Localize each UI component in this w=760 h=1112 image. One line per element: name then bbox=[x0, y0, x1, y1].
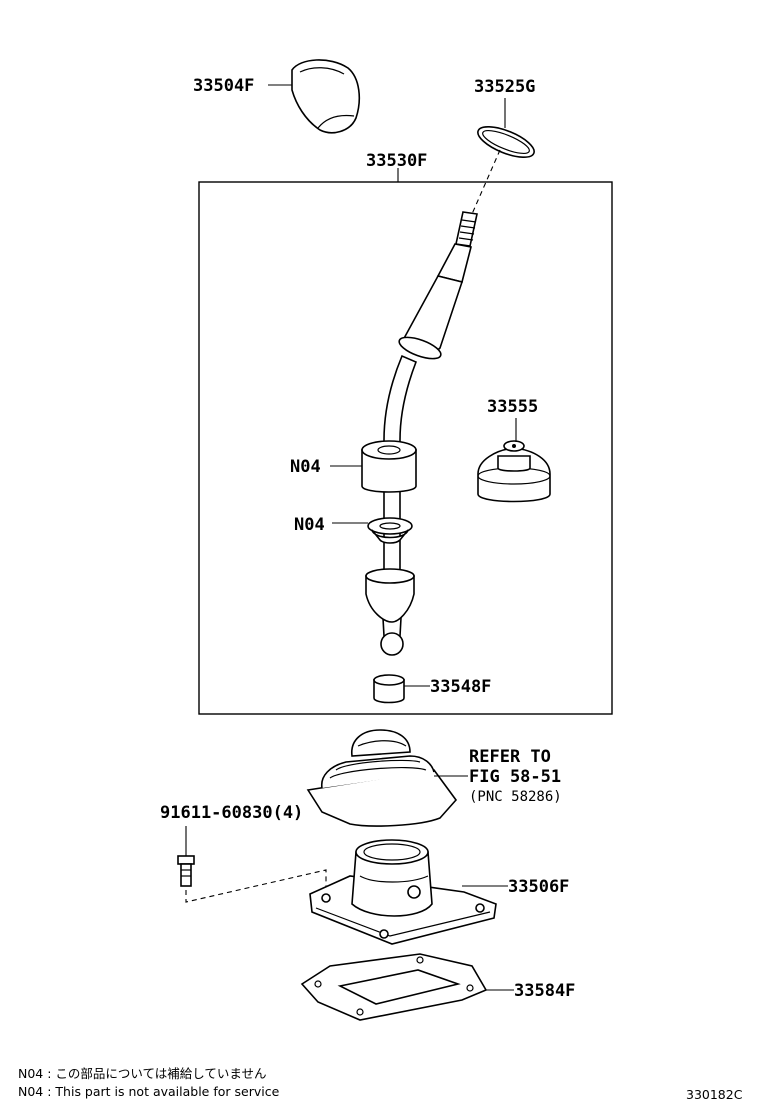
bolt-to-housing-dashline bbox=[185, 869, 327, 903]
knob-part-number[interactable]: 33504F bbox=[193, 76, 254, 96]
shift-knob-part[interactable] bbox=[291, 59, 361, 134]
ring-to-lever-dashline bbox=[471, 149, 501, 215]
seat-part[interactable] bbox=[373, 674, 405, 704]
seat-part-number[interactable]: 33548F bbox=[430, 677, 491, 697]
lever-assembly-box bbox=[198, 181, 613, 715]
footnote-japanese: N04 : この部品については補給していません bbox=[18, 1066, 267, 1081]
lower-washer-label[interactable]: N04 bbox=[294, 515, 325, 535]
upper-bushing-part[interactable] bbox=[361, 440, 417, 493]
lever-assembly-part-number[interactable]: 33530F bbox=[366, 151, 427, 171]
housing-part-number[interactable]: 33506F bbox=[508, 877, 569, 897]
lever-seat-part[interactable] bbox=[365, 568, 415, 623]
refer-pnc-text[interactable]: (PNC 58286) bbox=[469, 789, 562, 805]
bolt-part-number[interactable]: 91611-60830(4) bbox=[160, 803, 303, 823]
refer-fig-text[interactable]: FIG 58-51 bbox=[469, 767, 561, 787]
gasket-part[interactable] bbox=[300, 953, 488, 1021]
footnote-english: N04 : This part is not available for ser… bbox=[18, 1084, 280, 1099]
gasket-part-number[interactable]: 33584F bbox=[514, 981, 575, 1001]
shift-housing-part[interactable] bbox=[309, 839, 497, 945]
ring-part-number[interactable]: 33525G bbox=[474, 77, 535, 97]
ring-part[interactable] bbox=[474, 121, 538, 164]
retainer-part[interactable] bbox=[477, 440, 551, 503]
figure-id: 330182C bbox=[686, 1087, 743, 1102]
upper-bushing-label[interactable]: N04 bbox=[290, 457, 321, 477]
refer-to-text[interactable]: REFER TO bbox=[469, 747, 551, 767]
shift-boot-part[interactable] bbox=[306, 729, 458, 827]
bolt-part[interactable] bbox=[177, 855, 195, 887]
lower-washer-part[interactable] bbox=[367, 517, 413, 544]
retainer-part-number[interactable]: 33555 bbox=[487, 397, 538, 417]
